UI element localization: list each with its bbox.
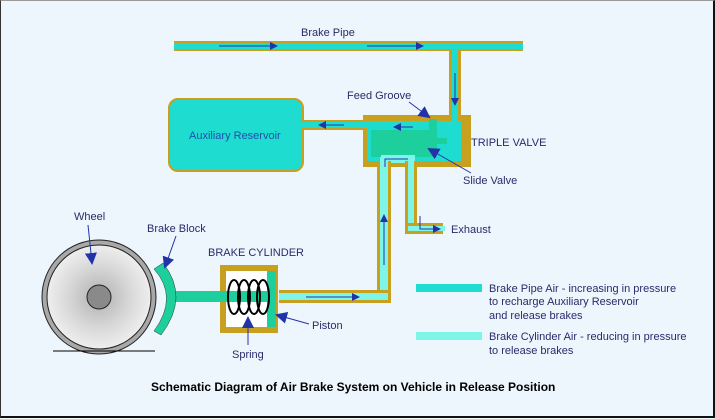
legend-text: Brake Cylinder Air - reducing in pressur… [489,331,686,343]
auxiliary-reservoir-label: Auxiliary Reservoir [189,130,281,142]
brake-pipe [174,41,523,123]
slide-valve-label: Slide Valve [463,175,517,187]
spring-label: Spring [232,349,264,361]
piston-rod [171,291,269,302]
legend-text: Brake Pipe Air - increasing in pressure [489,283,676,295]
diagram-title: Schematic Diagram of Air Brake System on… [151,380,555,394]
legend-swatch [416,332,482,340]
feed-groove-label: Feed Groove [347,90,411,102]
slide-valve [371,130,437,157]
brake-pipe-label: Brake Pipe [301,27,355,39]
wheel [41,239,157,355]
piston [267,271,276,327]
axle [86,284,112,310]
brake-cylinder [171,265,278,333]
flow-arrow [419,216,441,233]
legend-text: to release brakes [489,345,574,357]
legend-swatch [416,284,482,292]
legend: Brake Pipe Air - increasing in pressure … [416,283,686,357]
wheel-pointer [84,224,97,265]
exhaust-pipe [405,157,445,234]
slide-valve-pointer [427,148,472,174]
auxiliary-reservoir [168,98,371,172]
legend-text: to recharge Auxiliary Reservoir [489,296,639,308]
brake-block-pointer [162,235,177,269]
spring [227,279,270,315]
triple-valve-label: TRIPLE VALVE [471,137,546,149]
legend-text: and release brakes [489,310,583,322]
legend-item-brake-pipe-air: Brake Pipe Air - increasing in pressure … [416,283,676,322]
legend-item-brake-cylinder-air: Brake Cylinder Air - reducing in pressur… [416,331,686,357]
piston-pointer [275,311,310,325]
brake-cylinder-pipe [279,157,413,303]
brake-block-label: Brake Block [147,223,206,235]
piston-label: Piston [312,320,343,332]
brake-cylinder-label: BRAKE CYLINDER [208,247,304,259]
wheel-label: Wheel [74,211,105,223]
brake-block [153,262,177,336]
exhaust-label: Exhaust [451,224,491,236]
feed-groove-pointer [408,101,431,119]
